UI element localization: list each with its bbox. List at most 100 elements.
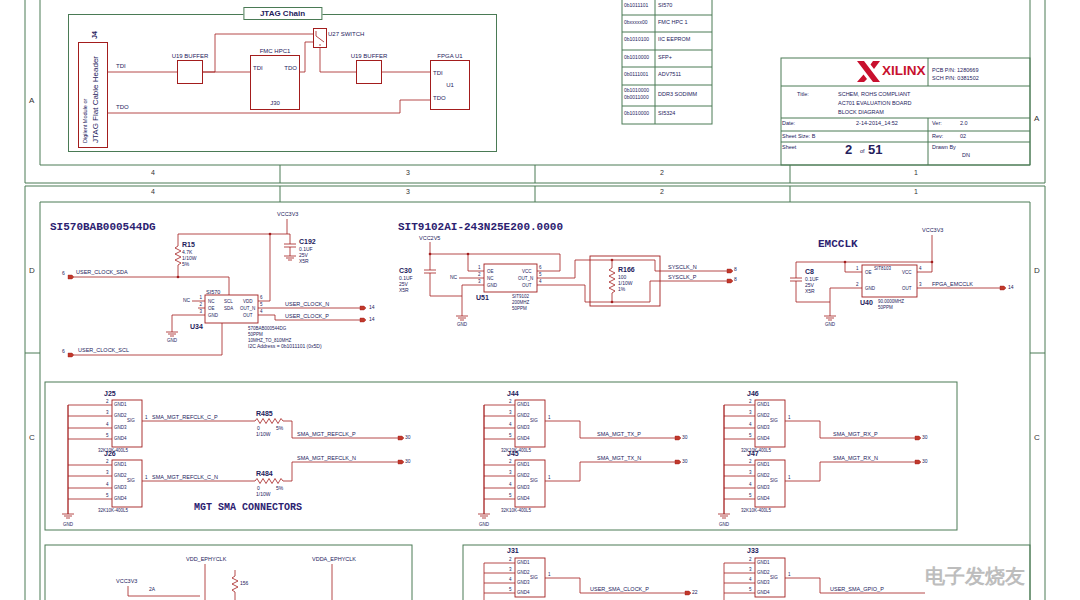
label-text: OUT_N [518,276,533,281]
label-text: GND2 [757,473,770,478]
label-text: GND4 [757,496,770,501]
sma-connector [755,558,785,597]
label-text: 1/10W [256,492,270,498]
ground-wire [724,563,755,600]
label-text: FPGA_EMCCLK [932,281,973,287]
node-text: U1 [446,82,454,89]
label-text: 1/10W [618,281,632,287]
label-text: USER_SMA_GPIO_P [830,586,884,592]
label-text: 2 [749,557,752,562]
section-title: MGT SMA CONNECTORS [194,502,302,514]
label-text: GND [167,338,177,343]
label-text: 4 [539,279,542,284]
si570-circuit [205,295,258,323]
label-text: 3 [919,282,922,287]
label-text: I2C Address = 0b1011101 (0x5D) [248,344,322,350]
label-text: PCB P/N: 1280669 [932,67,978,73]
lower-circuits [232,576,238,592]
zone-marker: 3 [406,188,410,196]
label-text: 3 [200,309,203,314]
edge-label: TDO [115,104,130,111]
label-text: GND1 [517,402,530,407]
label-text: 4 [919,266,922,271]
label-text: FMC HPC 1 [658,19,688,25]
label-text: 4 [749,482,752,487]
label-text: 2 [509,459,512,464]
label-text: GND2 [757,413,770,418]
ground-symbol [478,514,490,518]
section-title: SIT9102AI-243N25E200.0000 [398,221,563,234]
mgt-sma-circuit [45,382,957,530]
lower-circuits [45,545,1030,600]
label-text: 5% [276,486,283,492]
label-text: SMA_MGT_RX_N [833,455,878,461]
ground-symbol [62,514,74,518]
label-text: 100 [618,275,626,281]
ref-designator: U51 [476,294,489,302]
zone-marker: 1 [914,169,918,177]
ground-symbol [824,316,836,320]
label-text: GND4 [517,590,530,595]
ref-designator: C8 [805,268,814,276]
title-block [781,58,1030,165]
label-text: 4 [509,422,512,427]
sma-connector [755,460,785,507]
offpage-marker [398,460,404,464]
label-text: SI570 [206,289,220,295]
ground-symbol [166,332,178,336]
label-text: 1 [788,415,791,420]
label-text: 4 [509,482,512,487]
jtag-connector [320,48,356,72]
label-text: 0.1UF [399,276,413,282]
node-text: TDI [253,65,263,72]
label-text: 90.0000MHZ [878,299,904,304]
switch-symbol [316,31,324,46]
junction-dot [177,276,180,279]
label-text: GND3 [517,580,530,585]
label-text: Date: [782,120,795,126]
block-box: U19 BUFFER [177,60,203,84]
label-text: GND [479,522,489,527]
label-text: SI570 [658,2,672,8]
label-text: GND1 [114,402,127,407]
label-text: 5 [260,302,263,307]
label-text: GND [457,322,467,327]
jtag-connector [108,100,430,113]
zone-marker: D [29,266,35,275]
ground-wire [68,405,112,514]
label-text: 1 [548,475,551,480]
node-title: Digilent Module or [82,99,88,143]
offpage-marker [915,436,921,440]
label-text: 2 [478,272,481,277]
label-text: GND3 [757,580,770,585]
ground-wire [484,405,515,514]
lower-circuits [45,545,412,600]
label-text: SIG [530,575,538,580]
label-text: 2 [856,282,859,287]
label-text: 3 [749,410,752,415]
block-box: FMC HPC1TDITDOJ30 [250,55,300,110]
sheet-frame [25,186,1045,600]
sma-connector [755,400,785,447]
mgt-sma-circuit [255,479,285,484]
label-text: SMA_MGT_TX_P [597,431,641,437]
label-text: 3 [509,410,512,415]
jtag-connector [203,34,313,72]
label-text: Title: [797,91,809,97]
si570-circuit [74,219,360,355]
label-text: 6 [62,349,65,355]
si570-circuit [175,246,181,265]
label-text: GND2 [517,570,530,575]
ref-designator: 2 [845,143,852,158]
label-text: GND3 [517,485,530,490]
label-text: 1 [145,415,148,420]
edge-label: TDI [115,63,127,70]
ground-symbol [284,256,296,260]
label-text: 0b0011000 [624,95,649,101]
label-text: 1 [478,265,481,270]
zone-marker: 2 [660,169,664,177]
label-text: 1 [548,415,551,420]
label-text: GND1 [114,462,127,467]
